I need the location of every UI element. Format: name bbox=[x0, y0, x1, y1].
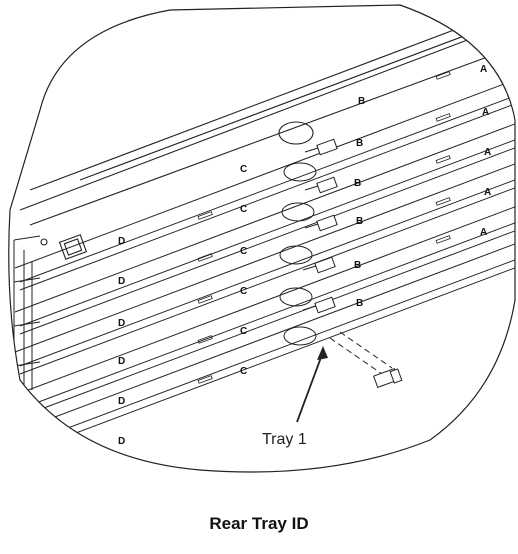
svg-text:D: D bbox=[118, 276, 125, 287]
tray-connectors bbox=[302, 138, 338, 314]
tray-3 bbox=[14, 161, 515, 375]
svg-text:B: B bbox=[356, 216, 363, 227]
tray-1-label: Tray 1 bbox=[262, 431, 307, 448]
tray-1-callout: Tray 1 bbox=[262, 346, 328, 448]
connector-5 bbox=[304, 138, 338, 156]
tray-5 bbox=[14, 77, 515, 291]
letter-b: B bbox=[358, 96, 365, 107]
svg-text:C: C bbox=[240, 204, 247, 215]
letter-a: A bbox=[480, 64, 487, 75]
svg-text:B: B bbox=[356, 138, 363, 149]
svg-text:A: A bbox=[484, 187, 491, 198]
connector-1 bbox=[302, 296, 336, 314]
svg-text:D: D bbox=[118, 318, 125, 329]
tray-letters: A A A A A B B B B B B C C C C C C D D D … bbox=[118, 64, 491, 447]
svg-text:D: D bbox=[118, 356, 125, 367]
detached-connector bbox=[329, 331, 403, 389]
svg-text:C: C bbox=[240, 246, 247, 257]
id-slots bbox=[197, 71, 451, 384]
top-cover-plate bbox=[19, 5, 515, 260]
svg-text:B: B bbox=[354, 178, 361, 189]
svg-text:B: B bbox=[354, 260, 361, 271]
tray-2 bbox=[14, 204, 515, 418]
svg-text:A: A bbox=[482, 107, 489, 118]
svg-text:C: C bbox=[240, 326, 247, 337]
tray-1 bbox=[14, 241, 515, 455]
connector-2 bbox=[302, 256, 336, 274]
letter-d: D bbox=[118, 236, 125, 247]
tray-4 bbox=[14, 121, 515, 335]
magnifier-outline bbox=[8, 4, 516, 473]
svg-text:C: C bbox=[240, 286, 247, 297]
tray-stack bbox=[13, 77, 515, 460]
svg-text:A: A bbox=[484, 147, 491, 158]
figure-caption: Rear Tray ID bbox=[209, 514, 309, 533]
letter-c: C bbox=[240, 164, 247, 175]
svg-text:D: D bbox=[118, 436, 125, 447]
svg-text:B: B bbox=[356, 298, 363, 309]
connector-4 bbox=[304, 176, 338, 194]
svg-text:C: C bbox=[240, 366, 247, 377]
connector-3 bbox=[304, 214, 338, 232]
svg-text:D: D bbox=[118, 396, 125, 407]
svg-text:A: A bbox=[480, 227, 487, 238]
rear-tray-illustration: A A A A A B B B B B B C C C C C C D D D … bbox=[8, 4, 516, 473]
